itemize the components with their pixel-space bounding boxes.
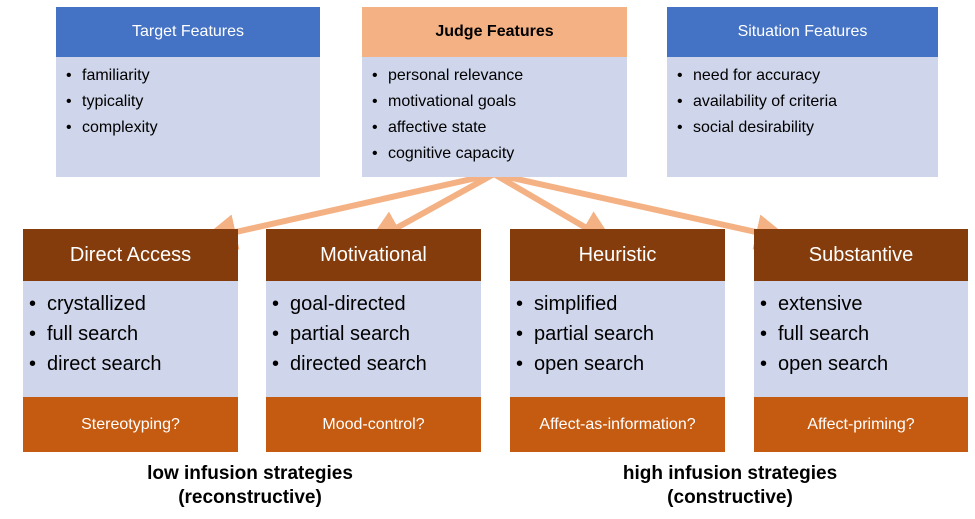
heuristic-example-label: Affect-as-information? bbox=[539, 415, 696, 433]
list-item: need for accuracy bbox=[675, 63, 938, 89]
list-item: full search bbox=[27, 319, 238, 349]
judge-features-title: Judge Features bbox=[435, 23, 554, 40]
list-item: simplified bbox=[514, 289, 725, 319]
substantive-title: Substantive bbox=[808, 243, 914, 266]
substantive-example: Affect-priming? bbox=[754, 397, 968, 452]
target-features-list: familiarity typicality complexity bbox=[64, 63, 320, 141]
substantive-header: Substantive bbox=[754, 229, 968, 281]
list-item: personal relevance bbox=[370, 63, 627, 89]
list-item: directed search bbox=[270, 349, 481, 379]
heuristic-header: Heuristic bbox=[510, 229, 725, 281]
list-item: availability of criteria bbox=[675, 89, 938, 115]
motivational-header: Motivational bbox=[266, 229, 481, 281]
heuristic-list: simplified partial search open search bbox=[514, 289, 725, 379]
judge-features-list: personal relevance motivational goals af… bbox=[370, 63, 627, 167]
motivational-panel: goal-directed partial search directed se… bbox=[266, 281, 481, 397]
arrow-to-heuristic bbox=[492, 171, 616, 246]
list-item: open search bbox=[758, 349, 968, 379]
list-item: full search bbox=[758, 319, 968, 349]
heuristic-example: Affect-as-information? bbox=[510, 397, 725, 452]
motivational-title: Motivational bbox=[320, 243, 427, 266]
heuristic-title: Heuristic bbox=[578, 243, 657, 266]
list-item: familiarity bbox=[64, 63, 320, 89]
situation-features-title: Situation Features bbox=[737, 23, 868, 40]
high-infusion-sublabel: (constructive) bbox=[667, 487, 793, 508]
low-infusion-caption: low infusion strategies (reconstructive) bbox=[100, 462, 400, 510]
situation-features-header: Situation Features bbox=[667, 7, 938, 57]
situation-features-panel: need for accuracy availability of criter… bbox=[667, 57, 938, 177]
list-item: open search bbox=[514, 349, 725, 379]
judge-features-header: Judge Features bbox=[362, 7, 627, 57]
list-item: goal-directed bbox=[270, 289, 481, 319]
judge-features-panel: personal relevance motivational goals af… bbox=[362, 57, 627, 177]
substantive-panel: extensive full search open search bbox=[754, 281, 968, 397]
target-features-panel: familiarity typicality complexity bbox=[56, 57, 320, 177]
motivational-list: goal-directed partial search directed se… bbox=[270, 289, 481, 379]
motivational-example-label: Mood-control? bbox=[322, 415, 425, 433]
list-item: extensive bbox=[758, 289, 968, 319]
list-item: partial search bbox=[270, 319, 481, 349]
list-item: partial search bbox=[514, 319, 725, 349]
target-features-title: Target Features bbox=[131, 23, 245, 40]
arrow-to-direct-access bbox=[200, 171, 495, 250]
heuristic-panel: simplified partial search open search bbox=[510, 281, 725, 397]
low-infusion-sublabel: (reconstructive) bbox=[178, 487, 322, 508]
list-item: social desirability bbox=[675, 115, 938, 141]
arrow-to-substantive bbox=[493, 171, 792, 250]
substantive-example-label: Affect-priming? bbox=[807, 415, 915, 433]
list-item: motivational goals bbox=[370, 89, 627, 115]
direct-access-panel: crystallized full search direct search bbox=[23, 281, 238, 397]
target-features-header: Target Features bbox=[56, 7, 320, 57]
direct-access-header: Direct Access bbox=[23, 229, 238, 281]
direct-access-title: Direct Access bbox=[69, 243, 192, 266]
situation-features-list: need for accuracy availability of criter… bbox=[675, 63, 938, 141]
list-item: crystallized bbox=[27, 289, 238, 319]
direct-access-example: Stereotyping? bbox=[23, 397, 238, 452]
list-item: typicality bbox=[64, 89, 320, 115]
arrow-to-motivational bbox=[366, 171, 496, 245]
list-item: complexity bbox=[64, 115, 320, 141]
motivational-example: Mood-control? bbox=[266, 397, 481, 452]
direct-access-list: crystallized full search direct search bbox=[27, 289, 238, 379]
low-infusion-label: low infusion strategies bbox=[147, 463, 353, 484]
high-infusion-caption: high infusion strategies (constructive) bbox=[580, 462, 880, 510]
high-infusion-label: high infusion strategies bbox=[622, 463, 838, 484]
list-item: direct search bbox=[27, 349, 238, 379]
direct-access-example-label: Stereotyping? bbox=[81, 415, 180, 433]
substantive-list: extensive full search open search bbox=[758, 289, 968, 379]
list-item: cognitive capacity bbox=[370, 141, 627, 167]
list-item: affective state bbox=[370, 115, 627, 141]
